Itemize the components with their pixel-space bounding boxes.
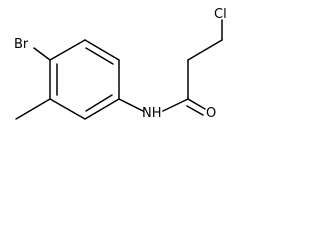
ring-bond-5 [49, 98, 86, 120]
oxygen-label: O [206, 106, 216, 121]
ring-double-bond-1 [85, 47, 114, 65]
chlorine-label: Cl [214, 7, 227, 22]
c-br-bond [33, 47, 51, 61]
nitrogen-hydrogen-label: NH [142, 106, 162, 121]
c-n-bond [118, 98, 144, 112]
methyl-bond [15, 98, 51, 120]
chain-bond-2 [187, 39, 223, 61]
n-carbonyl-bond [162, 98, 189, 112]
structure-svg: Br NH O Cl [14, 7, 227, 121]
ring-bond-2 [84, 39, 120, 61]
ring-bond-1 [49, 39, 86, 61]
structure-diagram: Br NH O Cl [0, 0, 232, 147]
bromine-label: Br [14, 37, 29, 52]
carbonyl-double-bond-2 [186, 105, 204, 116]
carbonyl-double-bond-1 [187, 98, 206, 110]
ring-bond-4 [84, 98, 120, 120]
ring-double-bond-2 [85, 94, 113, 112]
